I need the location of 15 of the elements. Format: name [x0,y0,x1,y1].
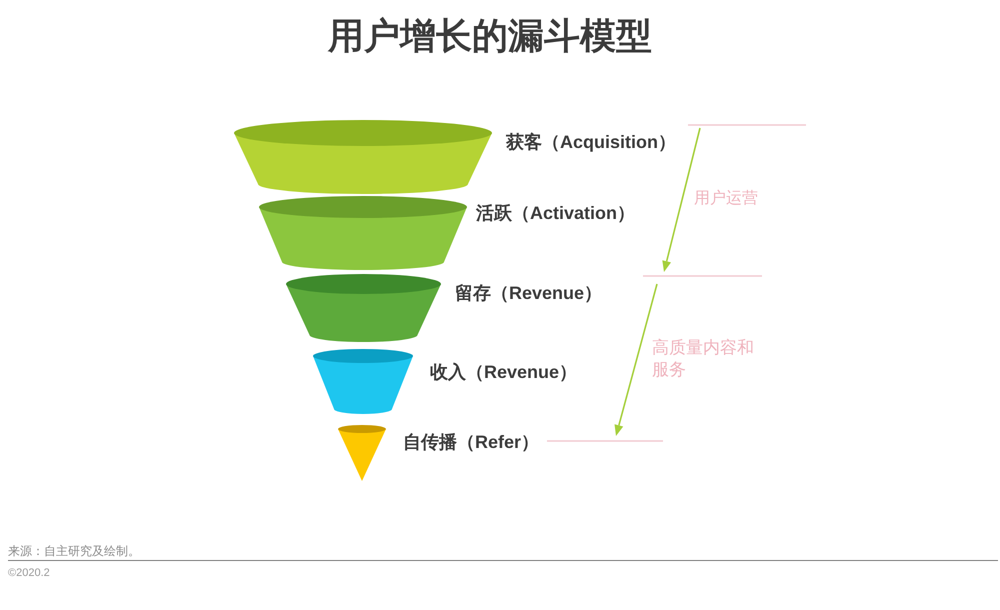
stage-label: 留存（Revenue） [455,283,602,305]
funnel-segment [286,274,441,342]
funnel-segment [234,120,492,194]
funnel-segment [338,425,386,481]
stage-label: 收入（Revenue） [430,362,578,384]
source-note: 来源：自主研究及绘制。 [8,544,140,558]
annotation-text: 高质量内容和服务 [652,337,755,382]
title: 用户增长的漏斗模型 [328,14,652,58]
funnel-segment [259,196,467,270]
funnel-segment [313,349,413,414]
stage-label: 获客（Acquisition） [506,132,676,154]
stage-label: 自传播（Refer） [403,432,540,454]
copyright-text: ©2020.2 [8,567,50,580]
stage-label: 活跃（Activation） [476,203,636,225]
annotation-text: 用户运营 [694,189,758,208]
